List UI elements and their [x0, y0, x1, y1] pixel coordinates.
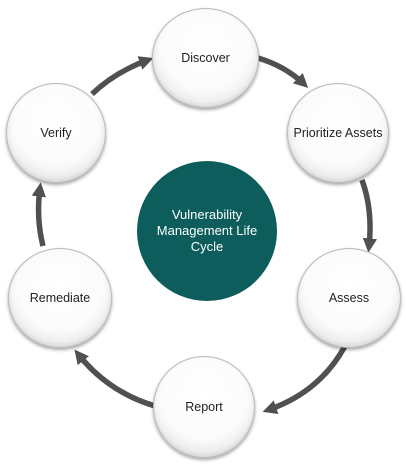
node-discover: Discover — [152, 8, 259, 108]
arrow-assess-to-report — [262, 344, 348, 414]
node-label: Remediate — [29, 291, 91, 305]
node-label: Discover — [181, 51, 230, 65]
node-prioritize-assets: Prioritize Assets — [287, 83, 389, 183]
node-label: Prioritize Assets — [293, 126, 383, 140]
arrow-discover-to-prioritize — [257, 55, 309, 88]
node-verify: Verify — [6, 83, 106, 183]
arrow-prioritize-to-assess — [359, 179, 378, 253]
center-title: Vulnerability Management Life Cycle — [137, 161, 277, 301]
node-assess: Assess — [297, 248, 401, 348]
node-label: Report — [185, 400, 223, 414]
arrow-report-to-remediate — [74, 349, 156, 409]
arrow-remediate-to-verify — [31, 182, 46, 247]
node-report: Report — [153, 356, 255, 458]
node-label: Assess — [328, 291, 370, 305]
node-remediate: Remediate — [8, 248, 112, 348]
center-label: Vulnerability Management Life Cycle — [156, 207, 258, 254]
node-label: Verify — [40, 126, 72, 140]
arrow-verify-to-discover — [90, 56, 154, 96]
